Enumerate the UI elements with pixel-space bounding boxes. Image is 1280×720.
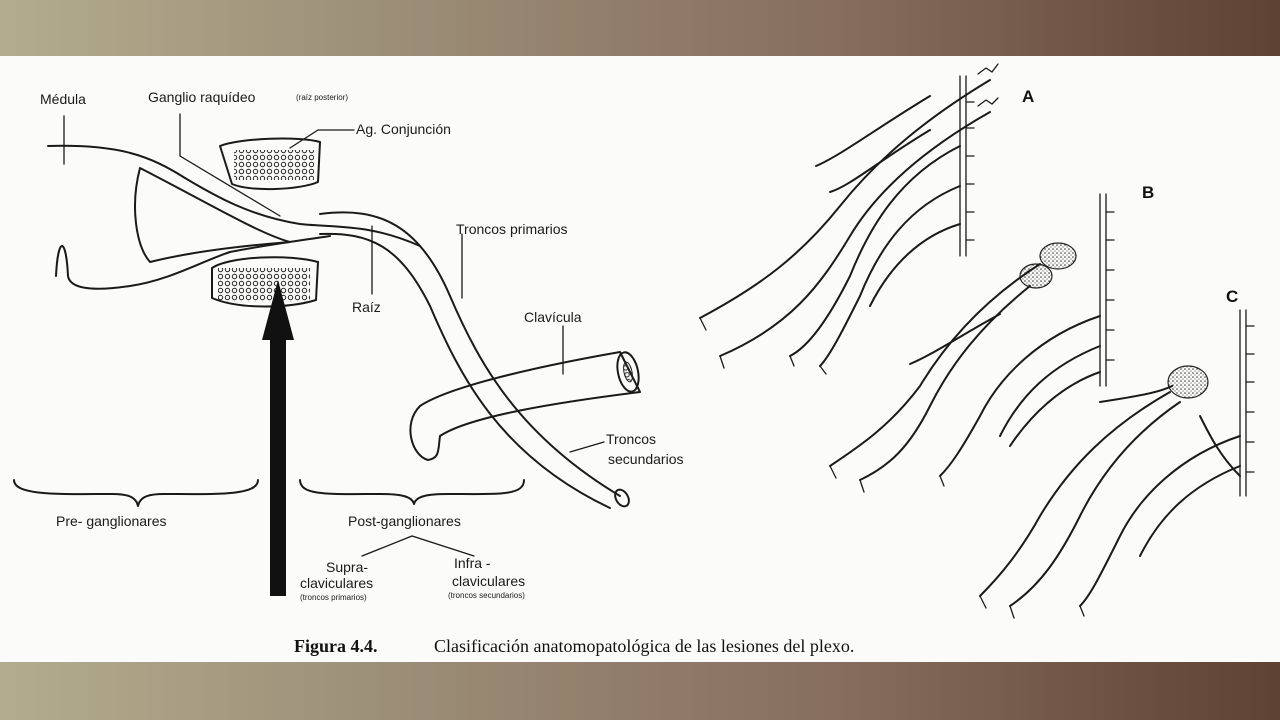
label-supra-note: (troncos primarios) bbox=[300, 593, 367, 602]
lesion-b-upper bbox=[1040, 243, 1076, 269]
label-supra-1: Supra- bbox=[326, 559, 368, 575]
plexus-c bbox=[980, 310, 1254, 618]
label-raiz: Raíz bbox=[352, 299, 381, 315]
top-decorative-bar bbox=[0, 0, 1280, 56]
label-medula: Médula bbox=[40, 91, 86, 107]
label-ag-conjuncion: Ag. Conjunción bbox=[356, 121, 451, 137]
label-troncos-secundarios-2: secundarios bbox=[608, 451, 684, 467]
panel-letter-b: B bbox=[1142, 183, 1154, 202]
vertebra-upper-texture bbox=[234, 150, 314, 180]
panel-letter-c: C bbox=[1226, 287, 1238, 306]
lesion-c bbox=[1168, 366, 1208, 398]
panel-letter-a: A bbox=[1022, 87, 1034, 106]
plexus-b bbox=[830, 194, 1114, 492]
label-infra-1: Infra - bbox=[454, 555, 491, 571]
primary-trunk-top bbox=[320, 212, 620, 496]
brace-pre bbox=[14, 480, 258, 506]
ganglion-funnel bbox=[135, 168, 290, 262]
label-post-ganglionares: Post-ganglionares bbox=[348, 513, 461, 529]
label-supra-2: claviculares bbox=[300, 575, 373, 591]
label-infra-note: (troncos secundarios) bbox=[448, 591, 525, 600]
label-troncos-secundarios-1: Troncos bbox=[606, 431, 656, 447]
label-troncos-primarios: Troncos primarios bbox=[456, 221, 568, 237]
split-line bbox=[362, 536, 474, 556]
caption-number: Figura 4.4. bbox=[294, 636, 378, 656]
brace-post bbox=[300, 480, 524, 504]
primary-trunk-bottom bbox=[320, 234, 610, 508]
caption-text: Clasificación anatomopatológica de las l… bbox=[434, 636, 854, 656]
label-clavicula: Clavícula bbox=[524, 309, 582, 325]
bottom-decorative-bar bbox=[0, 662, 1280, 720]
vertebra-lower-texture bbox=[218, 268, 310, 302]
injury-arrow bbox=[262, 280, 294, 596]
plexus-a bbox=[700, 64, 998, 374]
leader-troncos-secundarios bbox=[570, 442, 604, 452]
spinal-cord-outline bbox=[48, 146, 185, 178]
ganglion-upper bbox=[185, 178, 420, 246]
label-ganglio-note: (raíz posterior) bbox=[296, 93, 348, 102]
label-ganglio: Ganglio raquídeo bbox=[148, 89, 256, 105]
trunk-end bbox=[612, 487, 631, 509]
plexus-diagram: Médula Ganglio raquídeo (raíz posterior)… bbox=[0, 56, 1280, 662]
label-infra-2: claviculares bbox=[452, 573, 525, 589]
label-pre-ganglionares: Pre- ganglionares bbox=[56, 513, 167, 529]
figure-panel: Médula Ganglio raquídeo (raíz posterior)… bbox=[0, 56, 1280, 662]
